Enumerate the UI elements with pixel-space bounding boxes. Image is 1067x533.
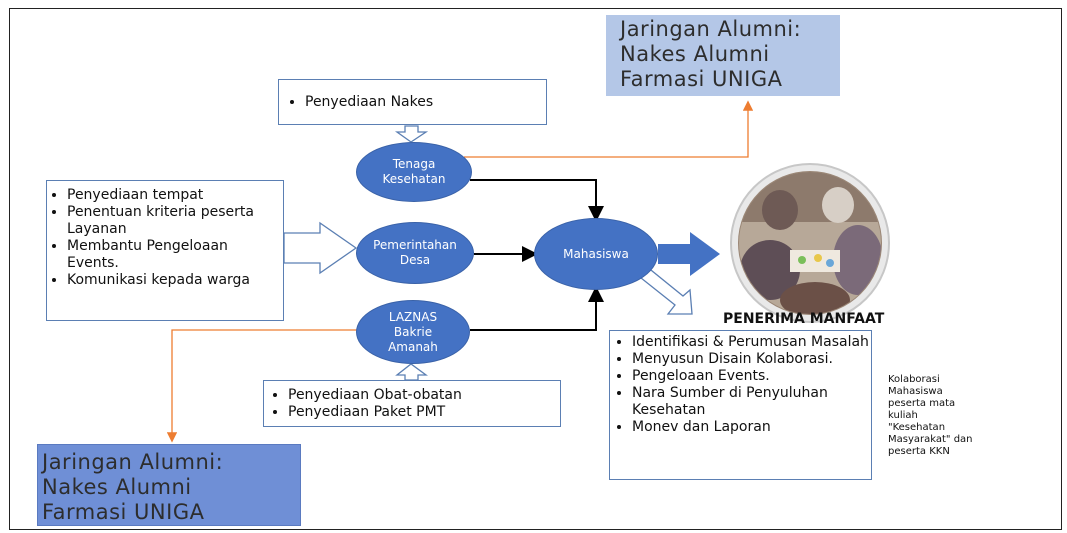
desa-role-item: Membantu Pengeloaan Events.: [67, 238, 279, 272]
alumni-line: Nakes Alumni: [42, 475, 192, 499]
laznas-to-mahasiswa-arrow: [470, 286, 604, 331]
desa-role-item: Penyediaan tempat: [67, 187, 279, 204]
mahasiswa-role-item: Identifikasi & Perumusan Masalah: [632, 334, 869, 351]
node-tenaga-kesehatan: Tenaga Kesehatan: [356, 142, 472, 202]
node-mahasiswa: Mahasiswa: [534, 218, 658, 290]
beneficiary-label: PENERIMA MANFAAT: [723, 311, 885, 327]
orange-connector-bottom: [166, 329, 362, 443]
alumni-line: Jaringan Alumni:: [620, 17, 802, 41]
desa-role-box: Penyediaan tempat Penentuan kriteria pes…: [46, 180, 284, 321]
alumni-line: Nakes Alumni: [620, 42, 770, 66]
node-label: LAZNAS Bakrie Amanah: [388, 309, 438, 354]
mahasiswa-role-item: Nara Sumber di Penyuluhan Kesehatan: [632, 385, 869, 419]
beneficiary-arrow: [658, 232, 720, 276]
node-label: Tenaga Kesehatan: [382, 157, 446, 186]
alumni-network-top: Jaringan Alumni: Nakes Alumni Farmasi UN…: [606, 15, 840, 96]
mahasiswa-role-box: Identifikasi & Perumusan Masalah Menyusu…: [609, 330, 872, 480]
node-laznas: LAZNAS Bakrie Amanah: [356, 300, 470, 364]
laznas-role-box: Penyediaan Obat-obatan Penyediaan Paket …: [263, 380, 561, 427]
nakes-role-box: Penyediaan Nakes: [278, 79, 547, 125]
mahasiswa-role-item: Monev dan Laporan: [632, 419, 869, 436]
nakes-role-item: Penyediaan Nakes: [305, 94, 542, 111]
alumni-line: Jaringan Alumni:: [42, 450, 224, 474]
alumni-line: Farmasi UNIGA: [620, 67, 783, 91]
mahasiswa-role-item: Menyusun Disain Kolaborasi.: [632, 351, 869, 368]
alumni-line: Farmasi UNIGA: [42, 500, 205, 524]
tenaga-to-mahasiswa-arrow: [470, 179, 604, 222]
alumni-network-bottom: Jaringan Alumni: Nakes Alumni Farmasi UN…: [37, 444, 301, 526]
nakes-down-arrow: [394, 125, 429, 143]
node-label: Pemerintahan Desa: [373, 238, 457, 267]
node-pemerintahan-desa: Pemerintahan Desa: [356, 222, 474, 284]
laznas-role-item: Penyediaan Paket PMT: [288, 404, 556, 421]
orange-connector-top: [464, 100, 754, 158]
mahasiswa-role-item: Pengeloaan Events.: [632, 368, 869, 385]
slide-frame: [9, 8, 1062, 530]
laznas-up-arrow: [395, 363, 428, 381]
desa-role-item: Penentuan kriteria peserta Layanan: [67, 204, 279, 238]
desa-role-item: Komunikasi kepada warga: [67, 272, 279, 289]
desa-right-arrow: [283, 221, 358, 275]
collaboration-note: Kolaborasi Mahasiswa peserta mata kuliah…: [888, 374, 973, 457]
node-label: Mahasiswa: [563, 246, 629, 261]
laznas-role-item: Penyediaan Obat-obatan: [288, 387, 556, 404]
